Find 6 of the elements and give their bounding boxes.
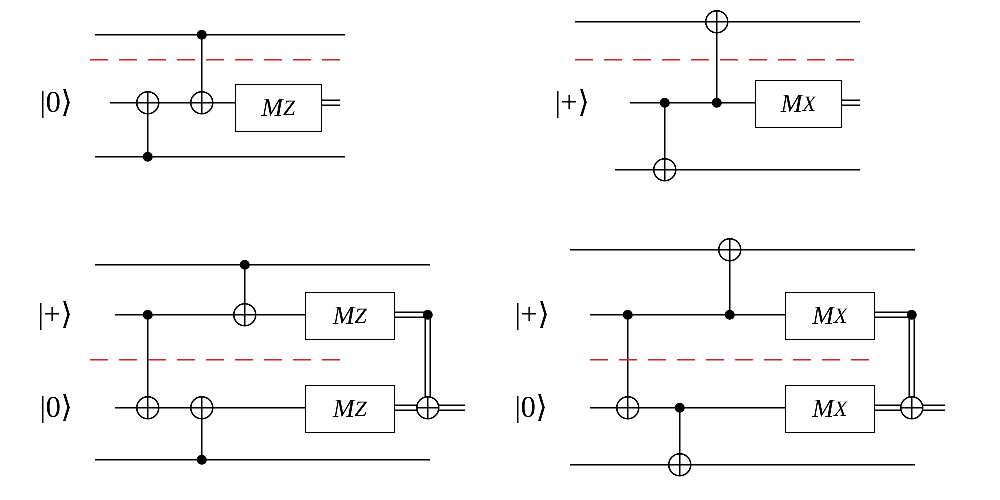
qubit-state-label: |0⟩ xyxy=(40,88,74,118)
qubit-state-label: |0⟩ xyxy=(515,393,548,423)
qubit-state-label: |+⟩ xyxy=(515,300,550,330)
qubit-state-label: |+⟩ xyxy=(555,88,590,118)
qubit-state-label: |+⟩ xyxy=(38,300,73,330)
qubit-state-label: |0⟩ xyxy=(40,393,74,423)
